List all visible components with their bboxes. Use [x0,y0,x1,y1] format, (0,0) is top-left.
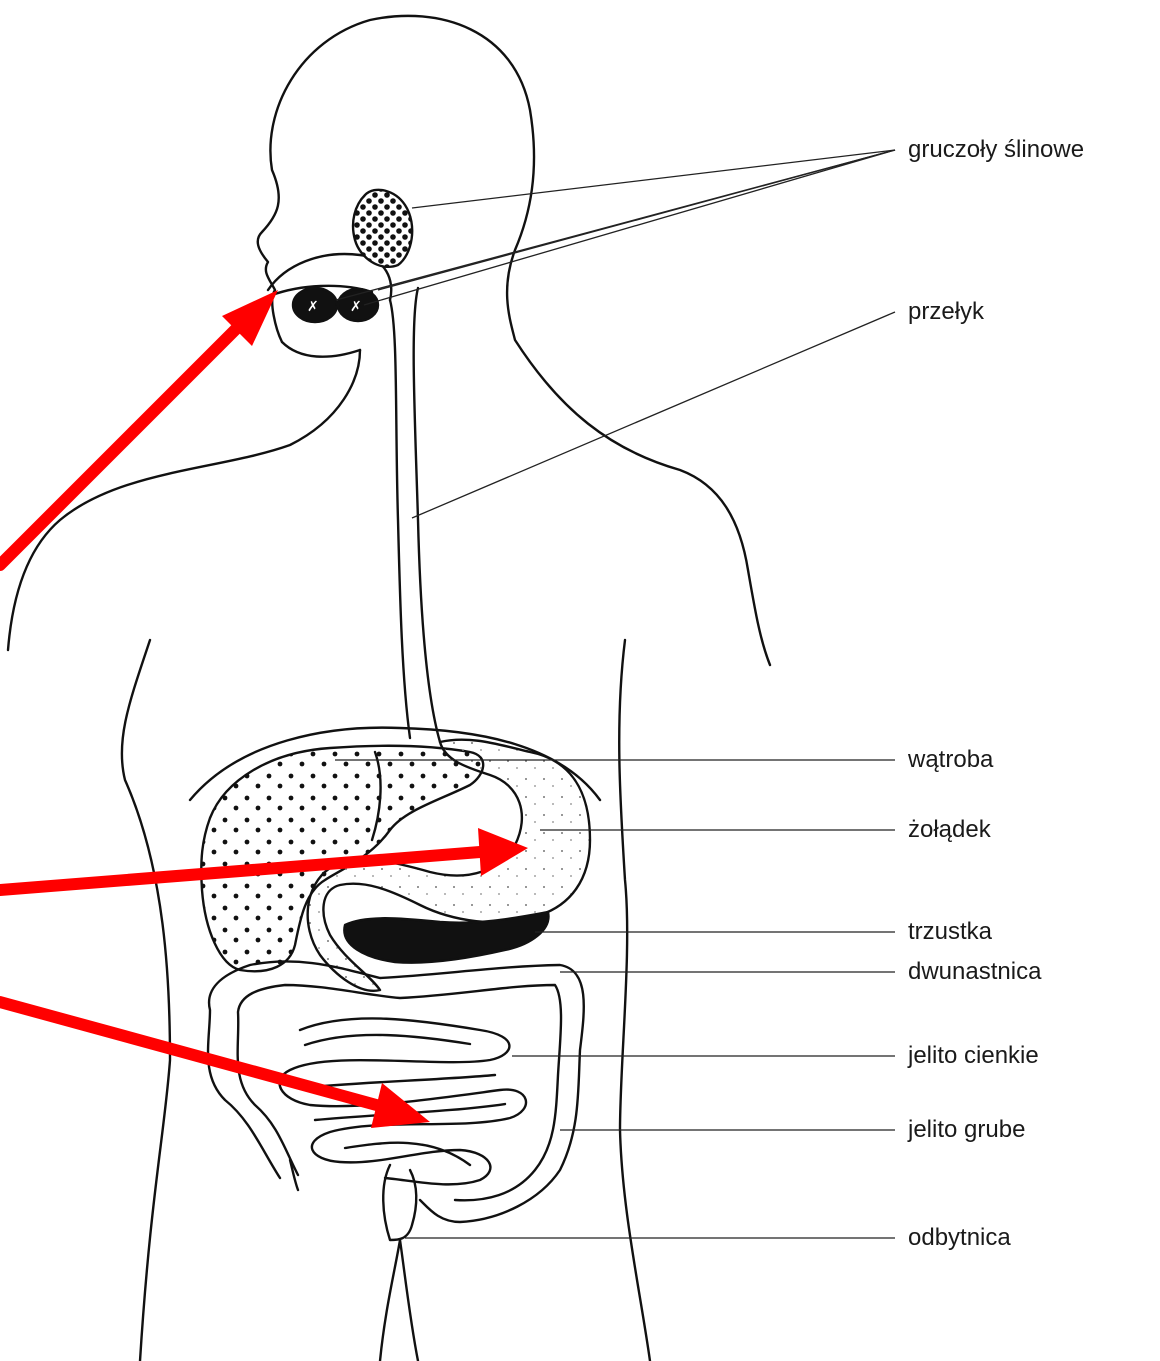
chin-outline [282,342,360,357]
label-large-intestine: jelito grube [908,1118,1025,1142]
label-esophagus: przełyk [908,300,984,324]
label-pancreas: trzustka [908,920,992,944]
label-salivary-glands: gruczoły ślinowe [908,138,1084,162]
right-torso-outline [619,640,650,1361]
parotid-gland [353,190,412,267]
label-liver: wątroba [908,748,993,772]
large-intestine [208,961,584,1222]
label-stomach: żołądek [908,818,991,842]
leg-split-outline [380,1240,418,1361]
label-duodenum: dwunastnica [908,960,1041,984]
label-rectum: odbytnica [908,1226,1011,1250]
arrow-to-mouth [0,290,278,565]
rectum [383,1165,416,1240]
esophagus [390,288,440,742]
colon-outer [208,961,584,1222]
red-arrows [0,290,528,1128]
label-small-intestine: jelito cienkie [908,1044,1039,1068]
salivary-glands: ✗ ✗ [293,190,412,322]
colon-inner [238,985,561,1200]
svg-text:✗: ✗ [350,299,362,315]
svg-text:✗: ✗ [307,299,319,315]
arrow-to-small-intestine [0,1002,430,1128]
leader-lines [335,150,895,1238]
left-torso-outline [122,640,170,1361]
head-outline [258,16,770,665]
pancreas [344,912,548,963]
